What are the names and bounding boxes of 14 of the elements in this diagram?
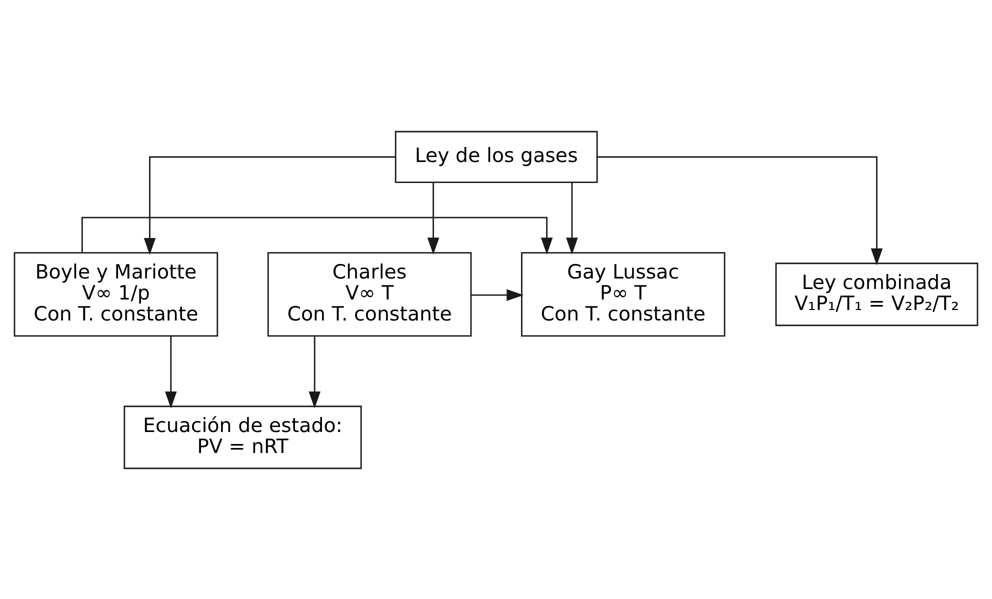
node-box: Ley combinada V₁P₁/T₁ = V₂P₂/T₂ — [775, 262, 978, 326]
arrow — [471, 288, 524, 300]
node-box: Boyle y Mariotte V∞ 1/p Con T. constante — [14, 252, 218, 336]
arrow — [164, 336, 177, 408]
node-box: Gay Lussac P∞ T Con T. constante — [521, 252, 726, 336]
arrow — [597, 156, 883, 265]
node-box: Ecuación de estado: PV = nRT — [124, 405, 362, 469]
arrow — [81, 216, 553, 254]
node-box: Charles V∞ T Con T. constante — [267, 252, 472, 336]
arrow — [427, 182, 440, 254]
arrow — [566, 182, 578, 254]
arrow — [144, 156, 396, 254]
node-box: Ley de los gases — [394, 130, 598, 183]
arrow — [308, 336, 321, 408]
